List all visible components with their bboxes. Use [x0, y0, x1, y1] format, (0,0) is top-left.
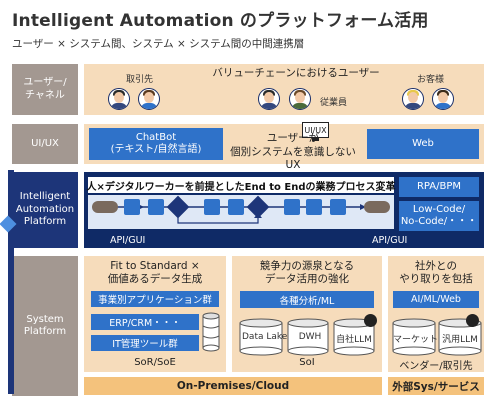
row-label-iap: Intelligent Automation Platform — [12, 172, 78, 248]
person-icon — [258, 88, 280, 110]
ai-head-icon — [364, 314, 377, 327]
rpa-bpm-box: RPA/BPM — [399, 177, 479, 197]
chatbot-box: ChatBot (テキスト/自然言語) — [89, 128, 223, 160]
monitor-stand — [312, 138, 319, 141]
bottom-bar-external: 外部Sys/サービス — [388, 377, 484, 395]
gear-icon — [228, 199, 244, 215]
sor-bar-erp: ERP/CRM・・・ — [91, 314, 199, 330]
user-band-heading: バリューチェーンにおけるユーザー — [212, 67, 380, 79]
capsule-icon — [364, 201, 390, 213]
label-partner: 取引先 — [126, 75, 154, 85]
soi-cylinders — [239, 318, 375, 356]
monitor-icon: UI/UX — [302, 122, 329, 138]
cylinder-datalake-label: Data Lake — [242, 332, 288, 342]
bottom-bar-onprem-cloud: On-Premises/Cloud — [84, 377, 382, 395]
sor-footer: SoR/SoE — [134, 357, 176, 368]
label-customer: お客様 — [417, 75, 445, 85]
cylinder-icon — [202, 312, 220, 352]
person-icon — [108, 88, 130, 110]
cylinder-dwh-label: DWH — [298, 332, 322, 342]
gear-icon — [284, 199, 300, 215]
person-icon — [432, 88, 454, 110]
gear-icon — [204, 199, 220, 215]
ext-bar-aimlweb: AI/ML/Web — [393, 291, 479, 308]
row-label-uiux: UI/UX — [12, 124, 78, 164]
person-icon — [402, 88, 424, 110]
gear-icon — [330, 199, 346, 215]
ext-footer: ベンダー/取引先 — [399, 361, 473, 372]
gear-icon — [148, 199, 164, 215]
person-icon — [138, 88, 160, 110]
api-gui-left: API/GUI — [110, 235, 146, 246]
iap-heading: 人×デジタルワーカーを前提としたEnd to Endの業務プロセス変革 — [87, 177, 396, 193]
api-gui-right: API/GUI — [372, 235, 408, 246]
ai-head-icon — [466, 314, 479, 327]
row-label-user-channel: ユーザー/ チャネル — [12, 64, 78, 115]
gear-icon — [306, 199, 322, 215]
page-title: Intelligent Automation のプラットフォーム活用 — [12, 11, 429, 31]
label-employee: 従業員 — [320, 98, 348, 108]
gear-icon — [124, 199, 140, 215]
soi-footer: SoI — [299, 357, 315, 368]
uiux-center-text: ユーザーが 個別システムを意識しないUX — [230, 132, 356, 172]
page-subtitle: ユーザー × システム間、システム × システム間の中間連携層 — [12, 38, 305, 50]
ext-cylinders — [392, 318, 482, 356]
soi-heading: 競争力の源泉となる データ活用の強化 — [259, 260, 355, 286]
sor-heading: Fit to Standard × 価値あるデータ生成 — [107, 260, 203, 286]
row-label-system-platform: System Platform — [12, 256, 78, 396]
monitor-label: UI/UX — [304, 125, 327, 135]
iap-connector-bar — [8, 170, 14, 394]
sor-bar-it: IT管理ツール群 — [91, 335, 199, 351]
ext-heading: 社外との やり取りを包括 — [399, 260, 473, 286]
cylinder-ownllm-label: 自社LLM — [336, 335, 372, 345]
sor-bar-apps: 事業別アプリケーション群 — [91, 291, 219, 307]
web-box: Web — [367, 129, 479, 159]
capsule-icon — [92, 201, 118, 213]
cylinder-market-label: マーケット — [393, 335, 439, 345]
soi-bar-analytics: 各種分析/ML — [240, 291, 374, 308]
person-icon — [289, 88, 311, 110]
lowcode-box: Low-Code/ No-Code/・・・ — [399, 201, 479, 231]
cylinder-genllm-label: 汎用LLM — [442, 335, 478, 345]
